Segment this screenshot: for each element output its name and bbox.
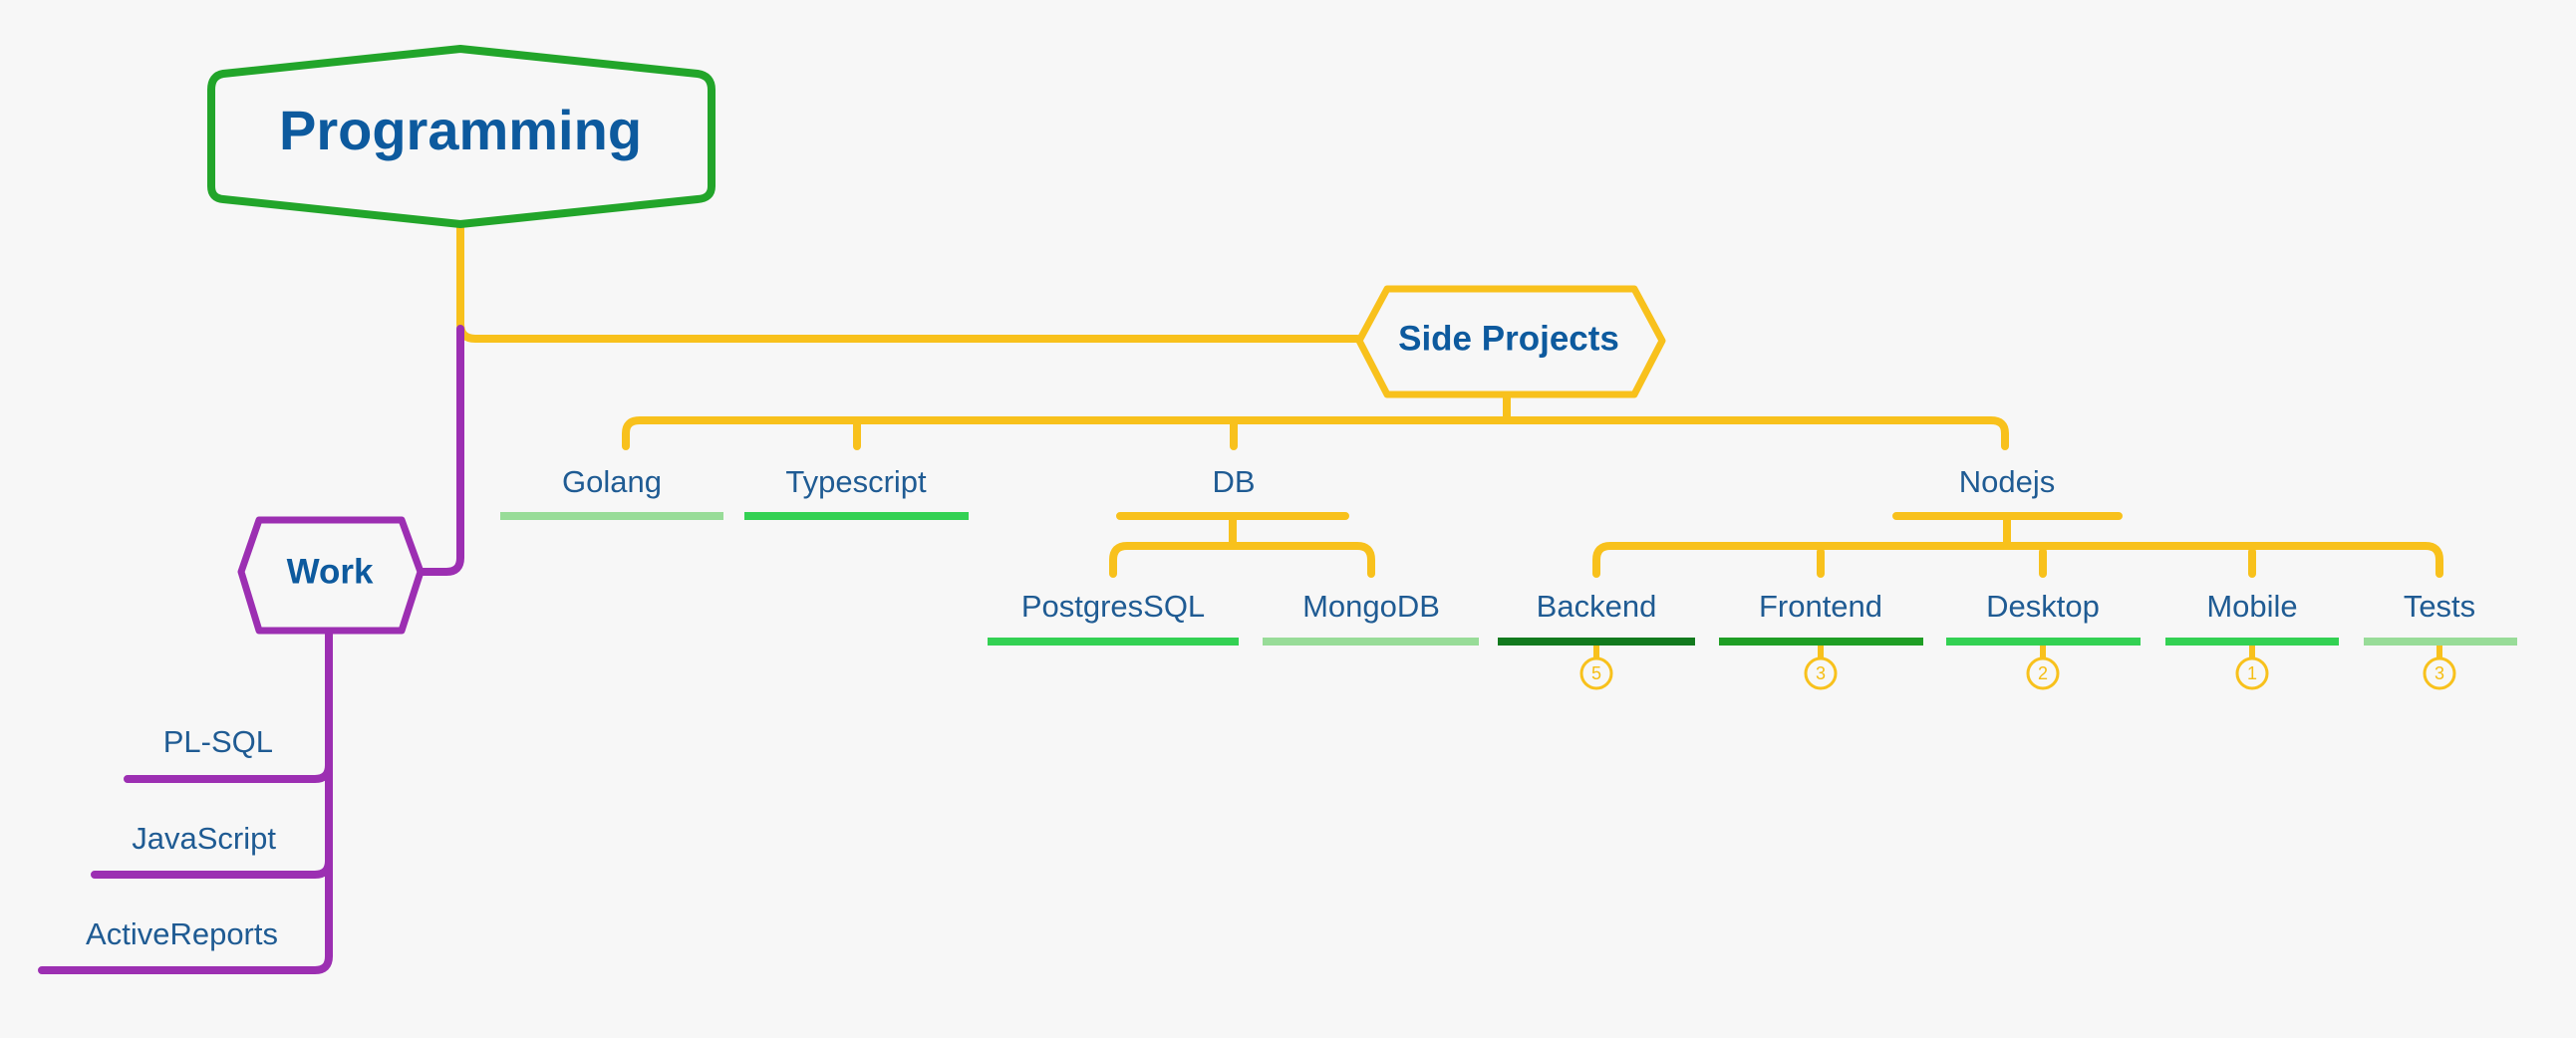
side-projects-node-shape [1355,285,1666,398]
topic-nodejs[interactable]: Nodejs [1959,464,2056,499]
badge-mobile-count: 1 [2247,663,2257,683]
count-badges: 5 3 2 1 3 [1579,656,2456,690]
side-projects-node-label: Side Projects [1398,319,1619,358]
side-project-topics: Golang Typescript DB Nodejs PostgresSQL … [562,464,2475,624]
badge-desktop-count: 2 [2038,663,2048,683]
badge-frontend-count: 3 [1816,663,1826,683]
topic-mongodb[interactable]: MongoDB [1302,589,1440,624]
badge-tests-circle [2423,656,2456,690]
topic-javascript[interactable]: JavaScript [132,821,276,856]
badge-frontend-circle [1804,656,1838,690]
leaf-underlines [500,512,2517,646]
topic-db[interactable]: DB [1212,464,1255,499]
topic-mobile[interactable]: Mobile [2206,589,2297,624]
work-node[interactable]: Work [237,516,425,635]
topic-backend[interactable]: Backend [1537,589,1657,624]
root-node-label: Programming [279,99,642,161]
badge-stems [1593,642,2442,660]
side-projects-node[interactable]: Side Projects [1355,285,1666,398]
topic-postgres[interactable]: PostgresSQL [1021,589,1205,624]
badge-tests-count: 3 [2434,663,2444,683]
connector-db-bus [1109,512,1375,578]
work-node-label: Work [287,552,374,591]
topic-frontend[interactable]: Frontend [1759,589,1882,624]
badge-tests[interactable]: 3 [2423,656,2456,690]
connector-work-trunk [38,628,333,974]
connectors [38,223,2443,974]
badge-backend-circle [1579,656,1613,690]
connector-root-work [417,325,464,576]
work-topics: PL-SQL JavaScript ActiveReports [86,724,278,951]
topic-desktop[interactable]: Desktop [1986,589,2100,624]
badge-desktop[interactable]: 2 [2026,656,2060,690]
topic-typescript[interactable]: Typescript [785,464,927,499]
root-node[interactable]: Programming [207,45,716,228]
connector-side-projects-bus [622,392,2009,450]
badge-frontend[interactable]: 3 [1804,656,1838,690]
connector-root-side-projects [456,223,1361,343]
badge-desktop-circle [2026,656,2060,690]
root-node-shape [207,45,716,228]
badge-backend-count: 5 [1591,663,1601,683]
topic-plsql[interactable]: PL-SQL [163,724,273,759]
badge-backend[interactable]: 5 [1579,656,1613,690]
connector-nodejs-bus [1592,512,2443,578]
badge-mobile-circle [2235,656,2269,690]
topic-tests[interactable]: Tests [2404,589,2475,624]
work-node-shape [237,516,425,635]
badge-mobile[interactable]: 1 [2235,656,2269,690]
topic-golang[interactable]: Golang [562,464,662,499]
topic-activereports[interactable]: ActiveReports [86,916,278,951]
